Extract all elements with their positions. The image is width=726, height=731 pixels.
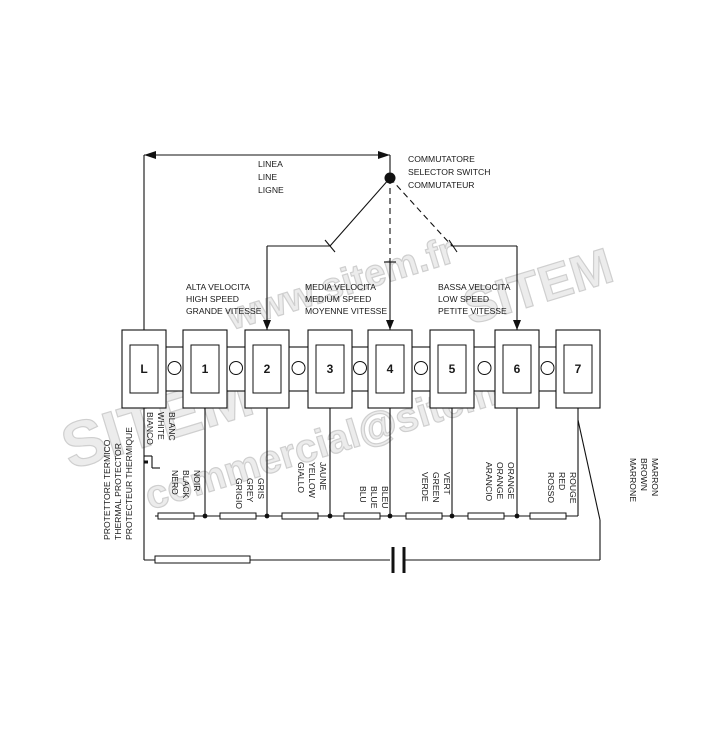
arrow-medium-icon (386, 320, 394, 330)
low-speed-label-en: LOW SPEED (438, 294, 489, 304)
white-wire-label-fr: BLANC (167, 412, 177, 441)
red-wire-label-fr: ROUGE (568, 472, 578, 504)
terminal-4-label: 4 (387, 362, 394, 376)
screw-hole-icon (540, 361, 555, 375)
screw-hole-icon (353, 361, 367, 375)
arrow-high-icon (263, 320, 271, 330)
orange-wire-label-it: ARANCIO (484, 462, 494, 501)
orange-wire-label-en: ORANGE (495, 462, 505, 500)
white-wire-label-en: WHITE (156, 412, 166, 440)
line-label-it: LINEA (258, 159, 283, 169)
thermal-protector-label-fr: PROTECTEUR THERMIQUE (124, 427, 134, 540)
high-speed-label-en: HIGH SPEED (186, 294, 239, 304)
grey-wire-label-fr: GRIS (256, 478, 266, 499)
brown-wire-label-fr: MARRON (650, 458, 660, 496)
brown-wire-label-it: MARRONE (628, 458, 638, 502)
auxiliary-winding (154, 555, 251, 564)
white-wire-label-it: BIANCO (145, 412, 155, 445)
yellow-wire-label-it: GIALLO (296, 462, 306, 493)
terminal-2-label: 2 (264, 362, 271, 376)
terminal-2: 2 (244, 329, 290, 409)
green-wire-label-en: GREEN (431, 472, 441, 503)
arrow-right-icon (378, 151, 390, 159)
line-label-fr: LIGNE (258, 185, 284, 195)
selector-label-en: SELECTOR SWITCH (408, 167, 490, 177)
terminal-7: 7 (555, 329, 601, 409)
red-wire-label-it: ROSSO (546, 472, 556, 503)
high-speed-label-fr: GRANDE VITESSE (186, 306, 262, 316)
medium-speed-label-en: MEDIUM SPEED (305, 294, 371, 304)
terminal-1-label: 1 (202, 362, 209, 376)
grey-wire-label-it: GRIGIO (234, 478, 244, 509)
screw-hole-icon (167, 361, 182, 375)
terminal-1: 1 (182, 329, 228, 409)
yellow-wire-label-fr: JAUNE (318, 462, 328, 490)
selector-label-fr: COMMUTATEUR (408, 180, 475, 190)
line-label-en: LINE (258, 172, 277, 182)
terminal-6-label: 6 (514, 362, 521, 376)
terminal-7-label: 7 (575, 362, 582, 376)
terminal-l-label: L (140, 362, 147, 376)
black-wire-label-en: BLACK (181, 470, 191, 498)
green-wire-label-fr: VERT (442, 472, 452, 496)
thermal-protector-label-it: PROTETTORE TERMICO (102, 439, 112, 540)
arrow-low-icon (513, 320, 521, 330)
grey-wire-label-en: GREY (245, 478, 255, 503)
blue-wire-label-it: BLU (358, 486, 368, 503)
screw-hole-icon (414, 361, 428, 375)
terminal-6: 6 (494, 329, 540, 409)
terminal-4: 4 (367, 329, 413, 409)
red-wire-label-en: RED (557, 472, 567, 490)
high-speed-label-it: ALTA VELOCITA (186, 282, 250, 292)
screw-hole-icon (229, 361, 243, 375)
terminal-3-label: 3 (327, 362, 334, 376)
terminal-l: L (121, 329, 167, 409)
terminal-5-label: 5 (449, 362, 456, 376)
terminal-5: 5 (429, 329, 475, 409)
brown-wire-label-en: BROWN (639, 458, 649, 491)
medium-speed-label-fr: MOYENNE VITESSE (305, 306, 387, 316)
terminal-block: L 1 2 3 4 5 6 7 (121, 329, 601, 409)
arrow-left-icon (144, 151, 156, 159)
medium-speed-label-it: MEDIA VELOCITA (305, 282, 376, 292)
blue-wire-label-fr: BLEU (380, 486, 390, 508)
vertical-labels: BIANCO WHITE BLANC PROTETTORE TERMICO TH… (102, 412, 660, 540)
selector-switch (263, 172, 521, 330)
screw-hole-icon (477, 361, 492, 375)
screw-hole-icon (291, 361, 306, 375)
thermal-protector-label-en: THERMAL PROTECTOR (113, 443, 123, 540)
blue-wire-label-en: BLUE (369, 486, 379, 509)
orange-wire-label-fr: ORANGE (506, 462, 516, 500)
selector-label-it: COMMUTATORE (408, 154, 475, 164)
yellow-wire-label-en: YELLOW (307, 462, 317, 499)
black-wire-label-it: NERO (170, 470, 180, 495)
black-wire-label-fr: NOIR (192, 470, 202, 491)
wiring (143, 408, 601, 573)
green-wire-label-it: VERDE (420, 472, 430, 502)
low-speed-label-it: BASSA VELOCITA (438, 282, 511, 292)
thermal-protector-icon (144, 455, 160, 469)
terminal-3: 3 (307, 329, 353, 409)
low-speed-label-fr: PETITE VITESSE (438, 306, 507, 316)
